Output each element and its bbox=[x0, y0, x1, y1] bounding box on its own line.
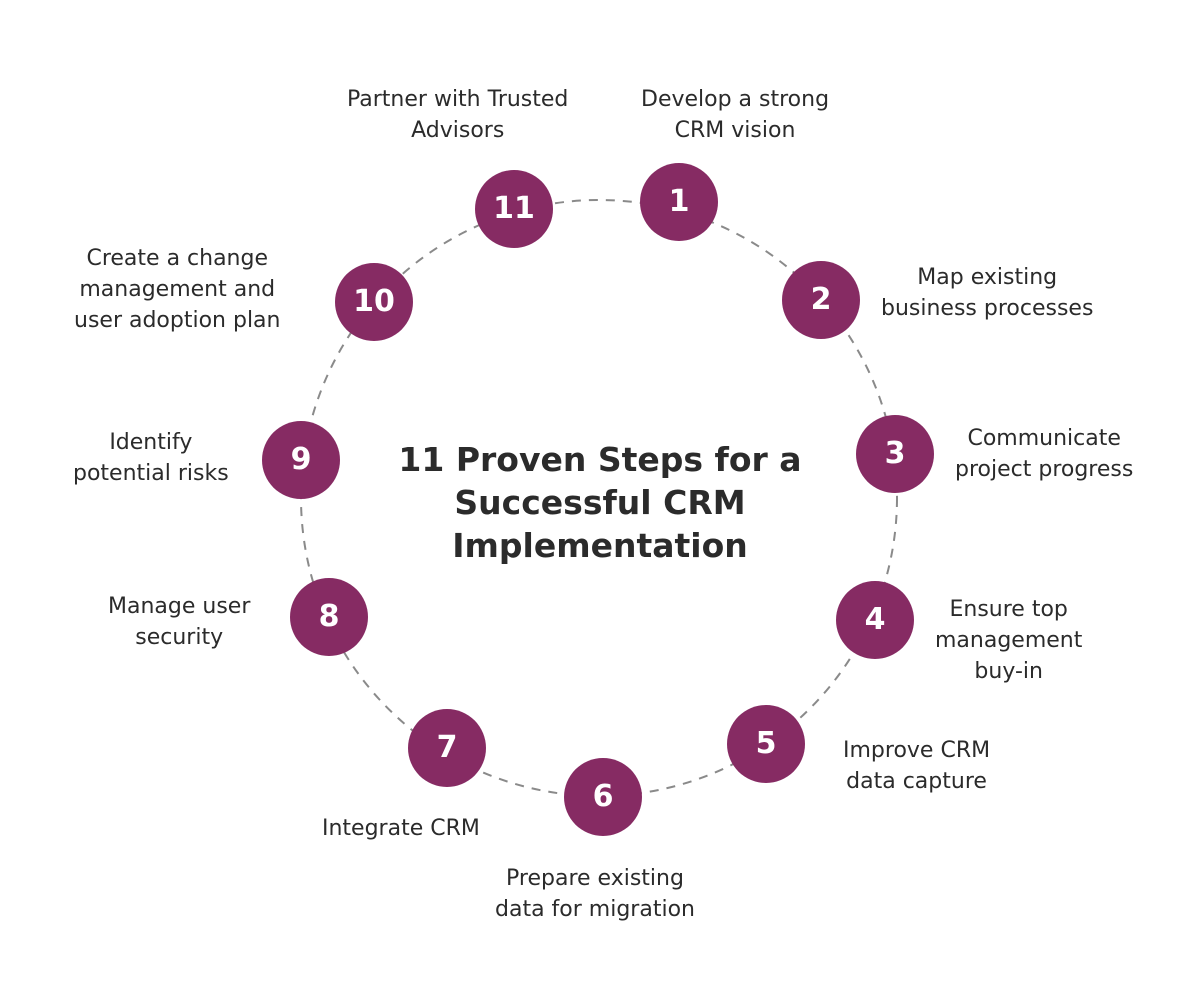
step-10-circle: 10 bbox=[335, 263, 413, 341]
step-4-circle: 4 bbox=[836, 581, 914, 659]
step-7-label: Integrate CRM bbox=[322, 816, 480, 841]
step-1-circle: 1 bbox=[640, 163, 718, 241]
step-5-circle: 5 bbox=[727, 705, 805, 783]
step-9-circle: 9 bbox=[262, 421, 340, 499]
step-6-circle: 6 bbox=[564, 758, 642, 836]
step-2-circle: 2 bbox=[782, 261, 860, 339]
step-8-circle: 8 bbox=[290, 578, 368, 656]
step-3-circle: 3 bbox=[856, 415, 934, 493]
diagram-title: 11 Proven Steps for a Successful CRM Imp… bbox=[398, 440, 802, 565]
step-11-circle: 11 bbox=[475, 170, 553, 248]
step-7-circle: 7 bbox=[408, 709, 486, 787]
